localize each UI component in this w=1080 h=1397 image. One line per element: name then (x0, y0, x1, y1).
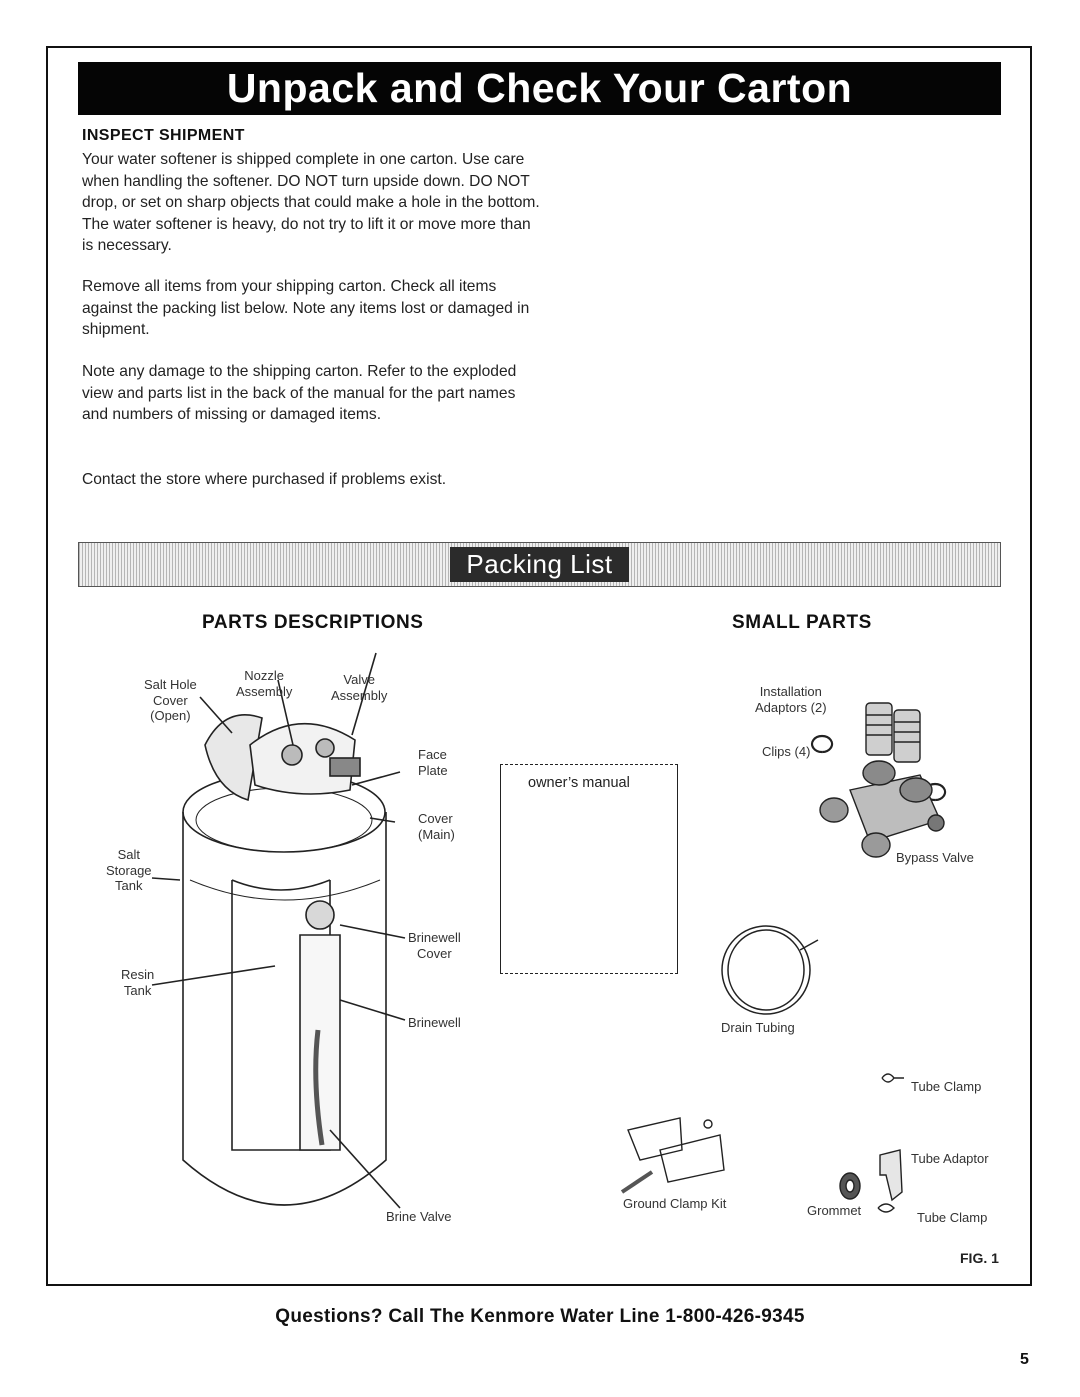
label-grommet: Grommet (807, 1203, 862, 1218)
page-frame (46, 46, 1032, 1286)
footer-phone-line: Questions? Call The Kenmore Water Line 1… (275, 1306, 805, 1327)
packing-list-bar: Packing List (78, 542, 1001, 587)
label-ground-clamp-kit: Ground Clamp Kit (623, 1196, 727, 1211)
label-tube-clamp-2: Tube Clamp (917, 1210, 988, 1225)
label-brinewell: Brinewell (408, 1015, 461, 1030)
label-nozzle-assembly: Nozzle Assembly (236, 668, 293, 699)
label-brinewell-cover: Brinewell Cover (408, 930, 461, 961)
inspect-paragraph-3: Note any damage to the shipping carton. … (82, 363, 517, 423)
page-number: 5 (1020, 1351, 1029, 1368)
inspect-paragraph-1: Your water softener is shipped complete … (82, 151, 540, 254)
label-brine-valve: Brine Valve (386, 1209, 452, 1224)
label-drain-tubing: Drain Tubing (721, 1020, 795, 1035)
label-tube-adaptor: Tube Adaptor (911, 1151, 989, 1166)
label-resin-tank: Resin Tank (121, 967, 155, 998)
page-title: Unpack and Check Your Carton (78, 62, 1001, 115)
parts-descriptions-heading: PARTS DESCRIPTIONS (202, 612, 424, 633)
label-bypass-valve: Bypass Valve (896, 850, 974, 865)
owners-manual-box (500, 764, 678, 974)
label-tube-clamp-1: Tube Clamp (911, 1079, 982, 1094)
label-salt-storage-tank: Salt Storage Tank (106, 847, 152, 893)
owners-manual-label: owner’s manual (526, 775, 632, 791)
label-salt-hole-cover: Salt Hole Cover (Open) (144, 677, 197, 723)
label-cover-main: Cover (Main) (418, 811, 455, 842)
small-parts-heading: SMALL PARTS (732, 612, 872, 633)
label-clips: Clips (4) (762, 744, 811, 759)
inspect-paragraph-4: Contact the store where purchased if pro… (82, 471, 447, 488)
label-installation-adaptors: Installation Adaptors (2) (755, 684, 827, 715)
figure-label: FIG. 1 (960, 1250, 999, 1266)
label-face-plate: Face Plate (418, 747, 448, 778)
packing-list-label: Packing List (450, 547, 629, 582)
inspect-paragraph-2: Remove all items from your shipping cart… (82, 278, 530, 338)
inspect-shipment-heading: INSPECT SHIPMENT (82, 127, 245, 144)
label-valve-assembly: Valve Assembly (331, 672, 388, 703)
